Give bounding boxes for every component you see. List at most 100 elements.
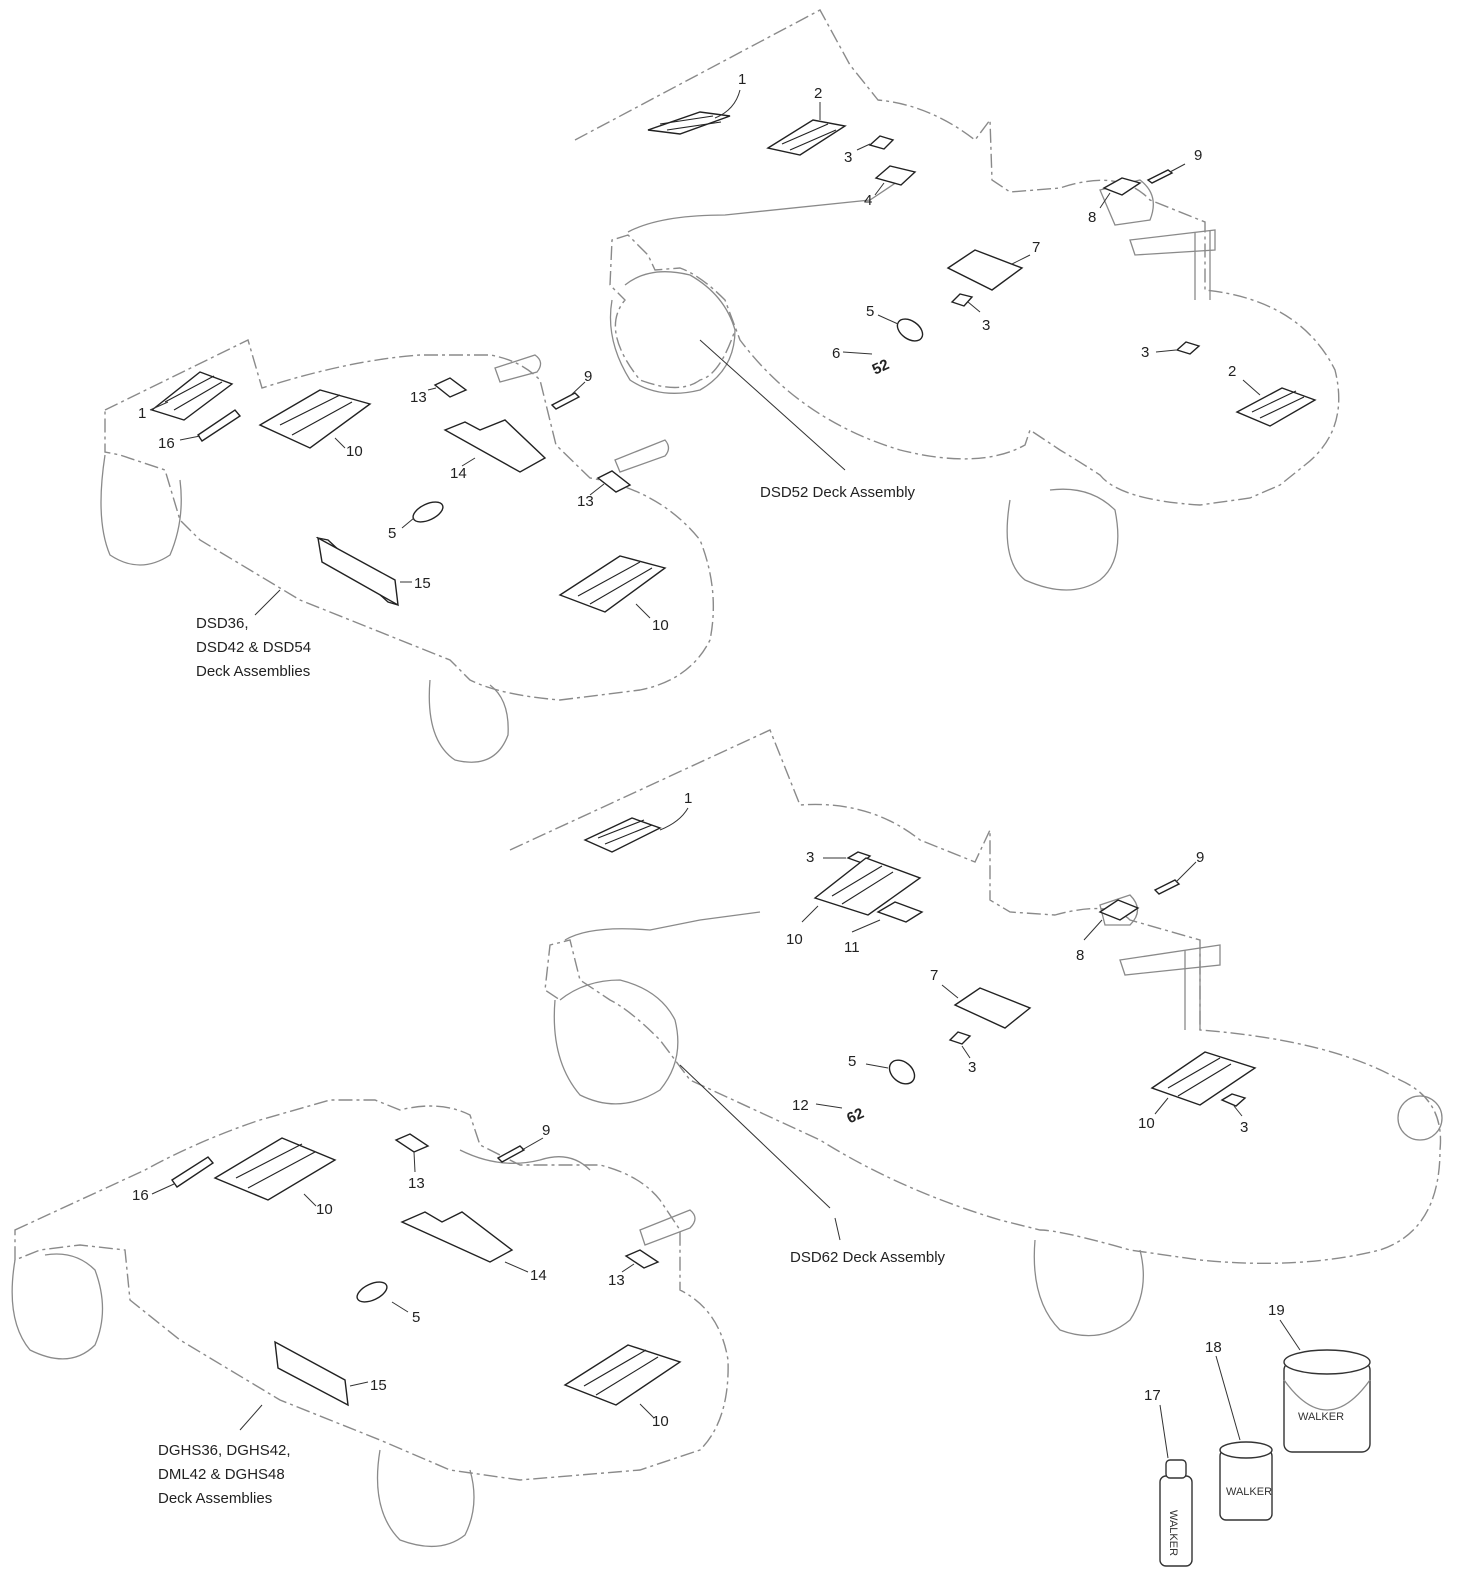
dsd62-leaders bbox=[659, 807, 1243, 1241]
decal-16-dsd36 bbox=[197, 409, 242, 442]
dsd36-decals bbox=[150, 371, 667, 613]
callout-8: 8 bbox=[1076, 947, 1084, 964]
paint-can-19-label: WALKER bbox=[1298, 1411, 1344, 1423]
callout-11: 11 bbox=[844, 939, 860, 956]
caption-dsd62: DSD62 Deck Assembly bbox=[790, 1249, 946, 1266]
dsd52-leaders bbox=[699, 89, 1261, 471]
decal-3-dsd62-c bbox=[1220, 1093, 1247, 1107]
callout-15: 15 bbox=[370, 1377, 387, 1394]
caption-dghs-line3: Deck Assemblies bbox=[158, 1490, 272, 1507]
caption-dghs-line2: DML42 & DGHS48 bbox=[158, 1466, 285, 1483]
paint-can-18-label: WALKER bbox=[1226, 1486, 1272, 1498]
dsd52-decals: 52 bbox=[647, 111, 1317, 427]
decal-9-dsd62 bbox=[1153, 879, 1181, 895]
decal-2-dsd52 bbox=[766, 119, 847, 156]
callout-19: 19 bbox=[1268, 1302, 1285, 1319]
callout-17: 17 bbox=[1144, 1387, 1161, 1404]
caption-dsd52: DSD52 Deck Assembly bbox=[760, 484, 916, 501]
decal-2-dsd52-b bbox=[1235, 387, 1317, 427]
decal-5-dsd62 bbox=[888, 1059, 916, 1085]
callout-4: 4 bbox=[864, 192, 872, 209]
callout-10: 10 bbox=[652, 617, 669, 634]
decal-10-dsd62-a bbox=[813, 857, 922, 916]
decal-10-dghs-b bbox=[563, 1344, 682, 1406]
dsd36-leaders bbox=[149, 381, 651, 619]
decal-11-dsd62 bbox=[876, 901, 924, 923]
callout-5: 5 bbox=[866, 303, 874, 320]
callout-9: 9 bbox=[1196, 849, 1204, 866]
dsd62-deck-assembly bbox=[509, 729, 1443, 1337]
callout-10: 10 bbox=[1138, 1115, 1155, 1132]
decal-1-dsd52 bbox=[647, 111, 731, 135]
caption-dsd36-line3: Deck Assemblies bbox=[196, 663, 310, 680]
decal-9-dghs bbox=[496, 1145, 526, 1163]
dsd36-deck-assembly bbox=[100, 339, 715, 763]
decal-14-dsd36 bbox=[443, 419, 547, 473]
captions: DSD52 Deck Assembly DSD36, DSD42 & DSD54… bbox=[158, 484, 946, 1507]
callout-5: 5 bbox=[848, 1053, 856, 1070]
callout-8: 8 bbox=[1088, 209, 1096, 226]
callout-7: 7 bbox=[930, 967, 938, 984]
callout-1: 1 bbox=[684, 790, 692, 807]
decal-3-dsd52-b bbox=[950, 293, 974, 307]
caption-dghs-line1: DGHS36, DGHS42, bbox=[158, 1442, 291, 1459]
decal-9-dsd52 bbox=[1146, 169, 1174, 184]
callout-13: 13 bbox=[577, 493, 594, 510]
callout-10: 10 bbox=[346, 443, 363, 460]
callout-10: 10 bbox=[316, 1201, 333, 1218]
decal-6-number-52: 52 bbox=[870, 356, 892, 378]
paint-can-18: WALKER bbox=[1215, 1355, 1273, 1521]
decal-13-dsd36-b bbox=[596, 470, 632, 493]
decal-5-dsd36 bbox=[412, 501, 444, 523]
decal-1-dsd62 bbox=[583, 817, 662, 853]
decal-3-dsd62-b bbox=[948, 1031, 972, 1045]
callout-15: 15 bbox=[414, 575, 431, 592]
callout-16: 16 bbox=[132, 1187, 149, 1204]
callout-1: 1 bbox=[738, 71, 746, 88]
callout-3: 3 bbox=[968, 1059, 976, 1076]
decal-8-dsd52 bbox=[1102, 177, 1142, 196]
decal-5-dsd52 bbox=[896, 318, 924, 342]
decal-12-number-62: 62 bbox=[844, 1105, 866, 1127]
callout-1: 1 bbox=[138, 405, 146, 422]
decal-7-dsd62 bbox=[953, 987, 1032, 1029]
decal-10-dghs-a bbox=[213, 1137, 337, 1201]
callout-3: 3 bbox=[1240, 1119, 1248, 1136]
decal-10-dsd62-b bbox=[1150, 1051, 1257, 1106]
callout-16: 16 bbox=[158, 435, 175, 452]
callout-2: 2 bbox=[1228, 363, 1236, 380]
decal-14-dghs bbox=[400, 1211, 514, 1263]
callout-9: 9 bbox=[1194, 147, 1202, 164]
decal-3-dsd52-c bbox=[1175, 341, 1201, 355]
callout-14: 14 bbox=[450, 465, 467, 482]
callout-18: 18 bbox=[1205, 1339, 1222, 1356]
callout-numbers: 1 2 3 4 9 8 7 5 3 6 3 2 9 13 1 16 10 14 … bbox=[132, 71, 1285, 1430]
callout-3: 3 bbox=[844, 149, 852, 166]
callout-9: 9 bbox=[542, 1122, 550, 1139]
decal-10-dsd36-b bbox=[558, 555, 667, 613]
callout-13: 13 bbox=[608, 1272, 625, 1289]
caption-dsd36-line2: DSD42 & DSD54 bbox=[196, 639, 311, 656]
decal-15-dghs bbox=[274, 1340, 349, 1407]
decal-10-dsd36-a bbox=[258, 389, 372, 449]
decal-8-dsd62 bbox=[1098, 899, 1140, 921]
callout-13: 13 bbox=[408, 1175, 425, 1192]
decal-13-dghs-b bbox=[624, 1249, 660, 1269]
decal-13-dghs-a bbox=[394, 1133, 430, 1153]
dghs-deck-assembly bbox=[11, 1099, 729, 1548]
spray-can-17: WALKER bbox=[1159, 1404, 1193, 1567]
decal-5-dghs bbox=[356, 1281, 388, 1303]
callout-12: 12 bbox=[792, 1097, 809, 1114]
decal-16-dghs bbox=[171, 1156, 215, 1188]
decal-7-dsd52 bbox=[946, 249, 1024, 291]
callout-2: 2 bbox=[814, 85, 822, 102]
dghs-leaders bbox=[151, 1137, 655, 1431]
spray-can-label: WALKER bbox=[1167, 1510, 1179, 1556]
callout-9: 9 bbox=[584, 368, 592, 385]
callout-3: 3 bbox=[1141, 344, 1149, 361]
callout-3: 3 bbox=[982, 317, 990, 334]
decal-1-dsd36 bbox=[150, 371, 234, 421]
decal-9-dsd36 bbox=[550, 392, 581, 410]
dghs-decals bbox=[171, 1133, 682, 1407]
